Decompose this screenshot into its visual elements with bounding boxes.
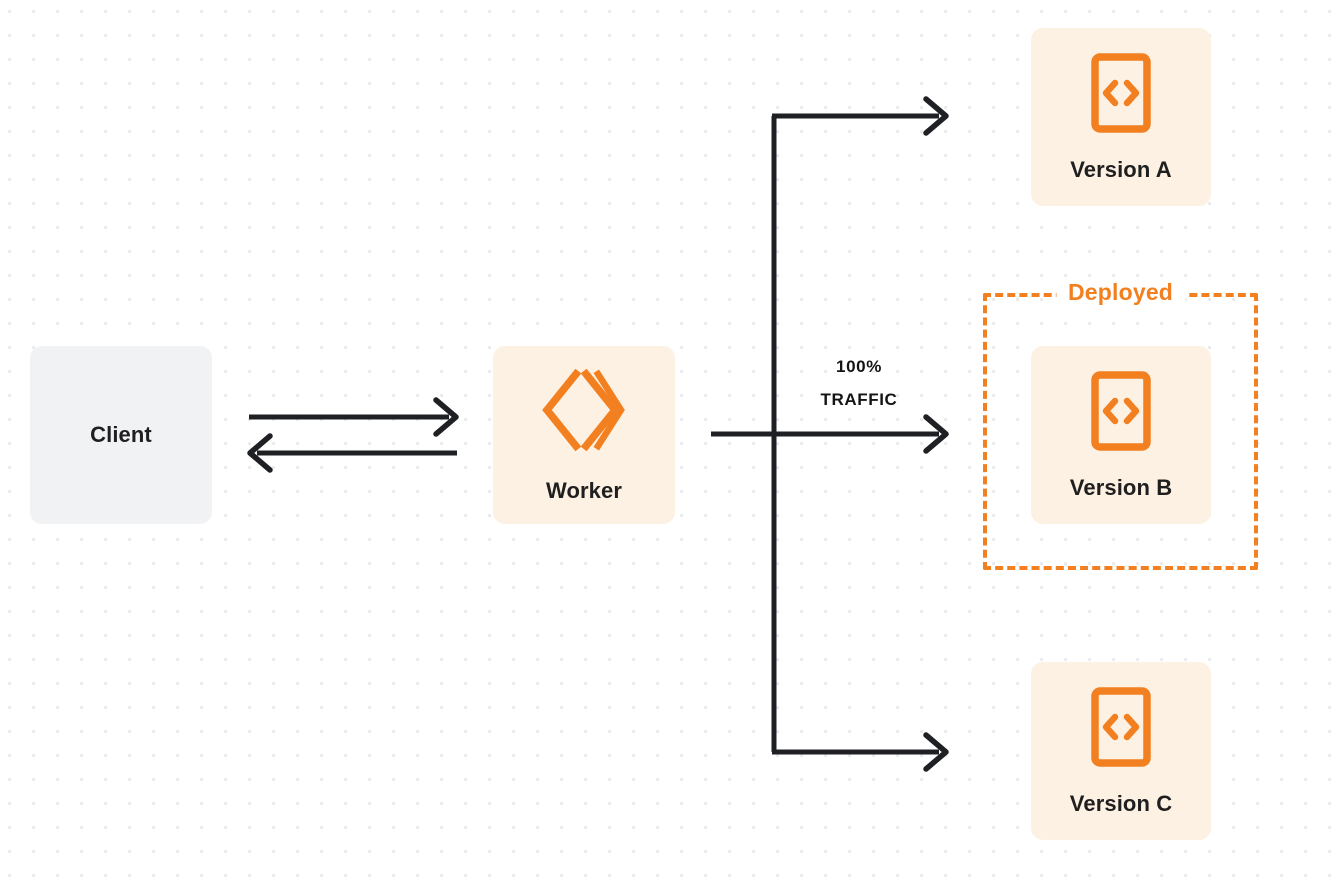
edge-to-version-a <box>772 96 949 136</box>
node-version-a[interactable]: Version A <box>1031 28 1211 206</box>
code-file-icon <box>1090 686 1152 773</box>
deployed-group-boundary: Deployed <box>983 278 1258 570</box>
edge-worker-to-client <box>247 433 457 473</box>
traffic-percent-value: 100% <box>836 357 882 376</box>
worker-label: Worker <box>546 477 622 503</box>
code-file-icon <box>1090 370 1152 457</box>
version-b-label: Version B <box>1069 474 1173 500</box>
client-label: Client <box>90 422 152 447</box>
edge-to-version-c <box>772 732 949 772</box>
node-client[interactable]: Client <box>30 346 212 524</box>
edge-client-to-worker <box>249 397 459 437</box>
version-c-label: Version C <box>1069 790 1173 816</box>
version-a-label: Version A <box>1070 156 1172 182</box>
deployed-group-label: Deployed <box>1055 278 1186 306</box>
traffic-word-label: TRAFFIC <box>820 390 898 410</box>
node-version-c[interactable]: Version C <box>1031 662 1211 840</box>
code-file-icon <box>1090 52 1152 139</box>
node-worker[interactable]: Worker <box>493 346 675 524</box>
edge-worker-trunk <box>711 116 949 752</box>
node-version-b[interactable]: Version B <box>1031 346 1211 524</box>
traffic-share-label: 100% TRAFFIC <box>783 350 935 416</box>
cloudflare-workers-logo-icon <box>541 367 627 458</box>
